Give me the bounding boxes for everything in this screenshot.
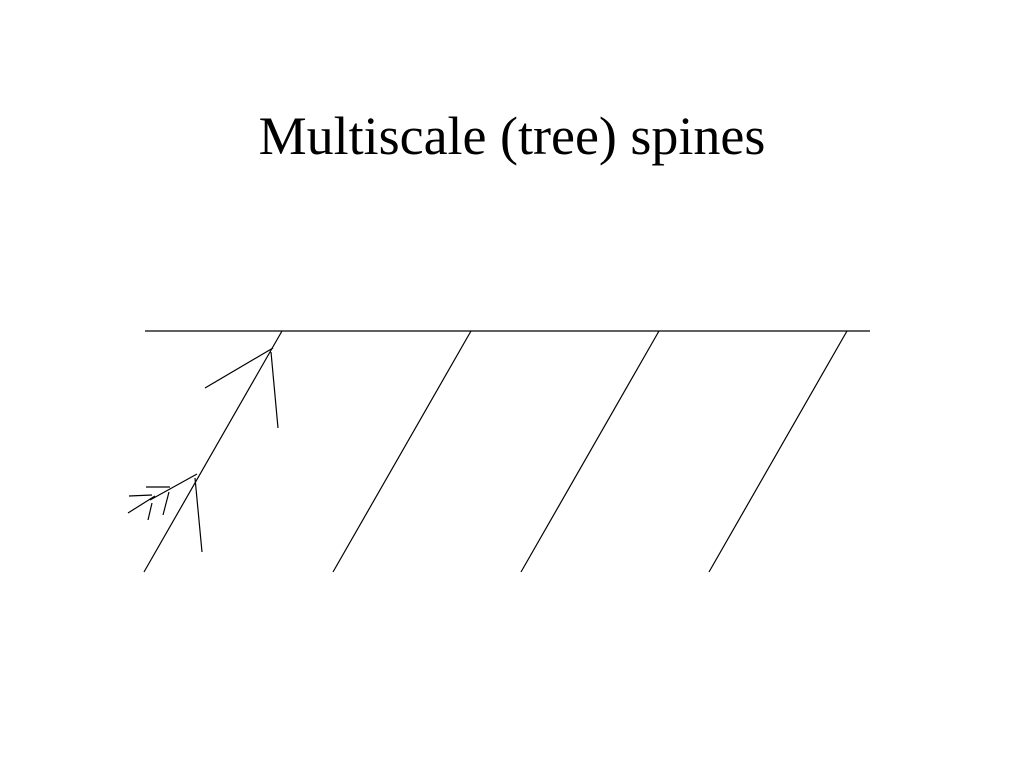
spine-1-subbranch-left: [149, 473, 198, 501]
spine-1-twig-4: [147, 502, 153, 521]
spine-1-subbranch-down: [194, 477, 203, 553]
spine-3: [520, 330, 660, 573]
spine-4: [708, 330, 848, 573]
spine-1-branch-left: [204, 347, 274, 389]
spine-1-twig-5: [162, 491, 170, 516]
spine-1: [143, 330, 283, 573]
spine-1-branch-down: [270, 351, 279, 429]
spine-1-twig-2: [128, 494, 153, 497]
spine-2: [332, 330, 472, 573]
slide-title: Multiscale (tree) spines: [258, 106, 766, 166]
spine-1-twig-3: [127, 495, 156, 514]
